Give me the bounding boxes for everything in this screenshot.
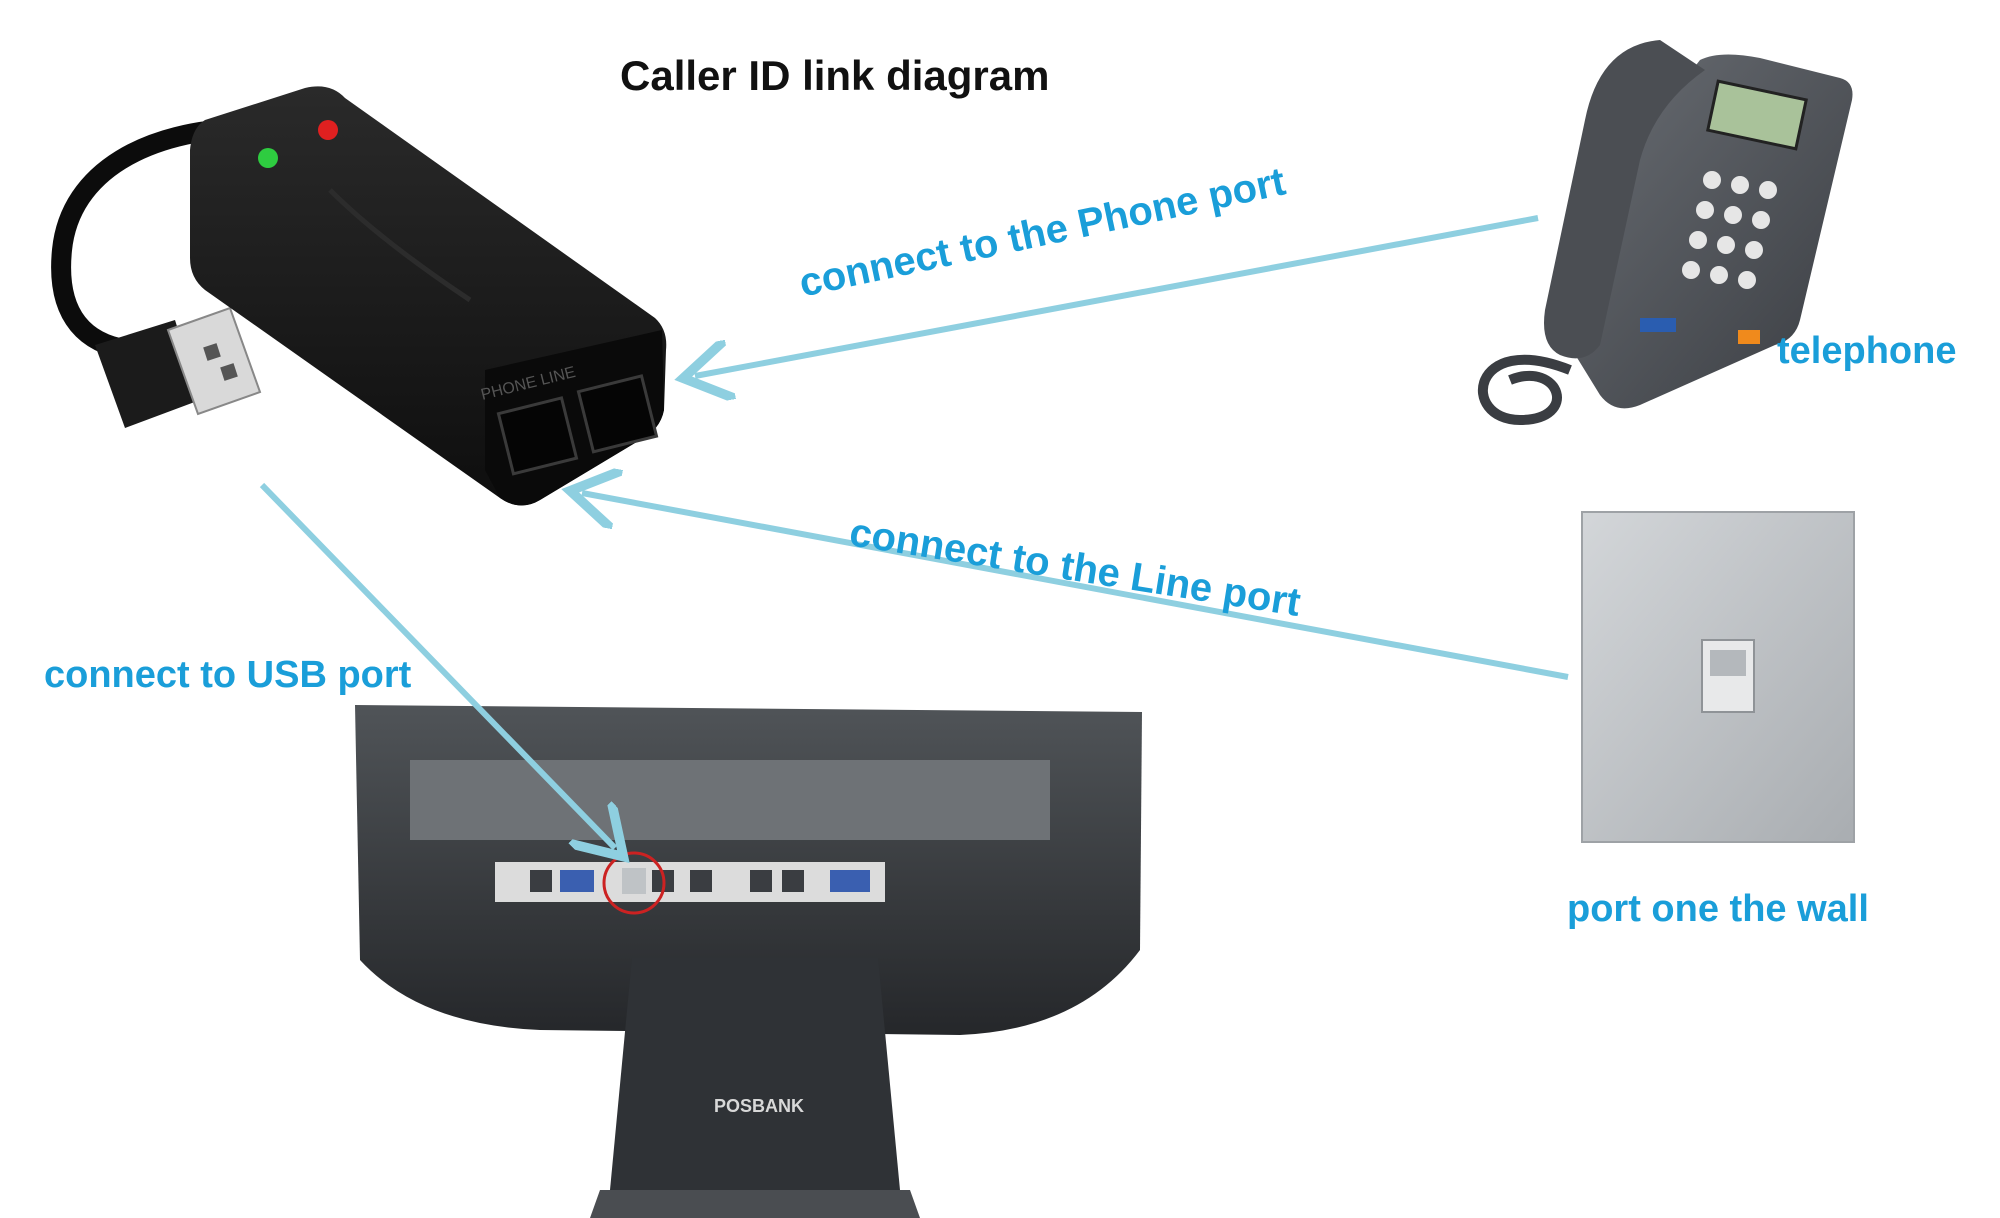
arrow-usb-port bbox=[259, 482, 615, 848]
usb-plug-icon bbox=[95, 306, 262, 428]
usb-port-label: connect to USB port bbox=[44, 654, 412, 696]
caller-id-device: PHONE LINE bbox=[51, 86, 667, 506]
pos-terminal: POSBANK bbox=[355, 705, 1142, 1218]
led-indicator-icon bbox=[258, 148, 278, 168]
arrow-phone-port bbox=[695, 215, 1539, 376]
arrow-line-port bbox=[582, 493, 1569, 680]
wall-port-label: port one the wall bbox=[1567, 888, 1869, 930]
usb-cable bbox=[51, 118, 255, 360]
usb-port-highlight-icon bbox=[602, 851, 666, 915]
telephone-label: telephone bbox=[1777, 330, 1957, 372]
telephone-handset-icon bbox=[1477, 40, 1853, 426]
rj11-jack-icon bbox=[496, 374, 659, 476]
pos-brand: POSBANK bbox=[714, 1096, 804, 1116]
wall-socket-icon bbox=[1581, 511, 1855, 843]
led-indicator-icon bbox=[318, 120, 338, 140]
diagram-title: Caller ID link diagram bbox=[620, 52, 1050, 99]
